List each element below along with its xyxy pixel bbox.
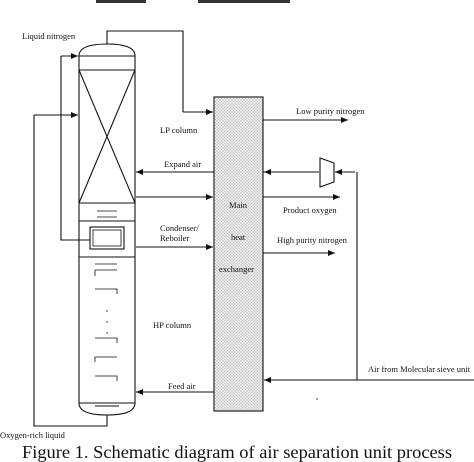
label-product-oxygen: Product oxygen (283, 205, 337, 215)
lp-packed-section (78, 69, 136, 204)
hp-column-trays (94, 263, 118, 381)
label-hp-column: HP column (153, 320, 192, 330)
oxygen-rich-liquid-line (33, 112, 108, 427)
label-high-purity-nitrogen: High purity nitrogen (277, 235, 348, 245)
label-lp-column: LP column (160, 125, 198, 135)
label-air-from-sieve: Air from Molecular sieve unit (368, 364, 471, 374)
label-exchanger-main: Main (229, 200, 248, 210)
figure-caption: Figure 1. Schematic diagram of air separ… (22, 442, 452, 462)
label-expand-air: Expand air (164, 159, 201, 169)
label-exchanger-name: exchanger (219, 264, 254, 274)
main-heat-exchanger (213, 96, 264, 412)
condenser-reboiler (79, 210, 135, 258)
label-oxygen-rich-liquid: Oxygen-rich liquid (0, 430, 66, 440)
lp-vapour-line (106, 30, 213, 115)
label-liquid-nitrogen: Liquid nitrogen (22, 31, 76, 41)
label-low-purity-nitrogen: Low purity nitrogen (296, 106, 365, 116)
label-exchanger-heat: heat (231, 232, 246, 242)
liquid-nitrogen-line (60, 53, 90, 241)
feed-air-line (136, 172, 474, 395)
label-feed-air: Feed air (168, 381, 196, 391)
label-condenser: Condenser/ (160, 223, 199, 233)
label-reboiler: Reboiler (160, 233, 189, 243)
cropped-heading-remnant (96, 0, 290, 3)
distillation-column (78, 43, 136, 416)
expander-turbine (263, 157, 355, 188)
